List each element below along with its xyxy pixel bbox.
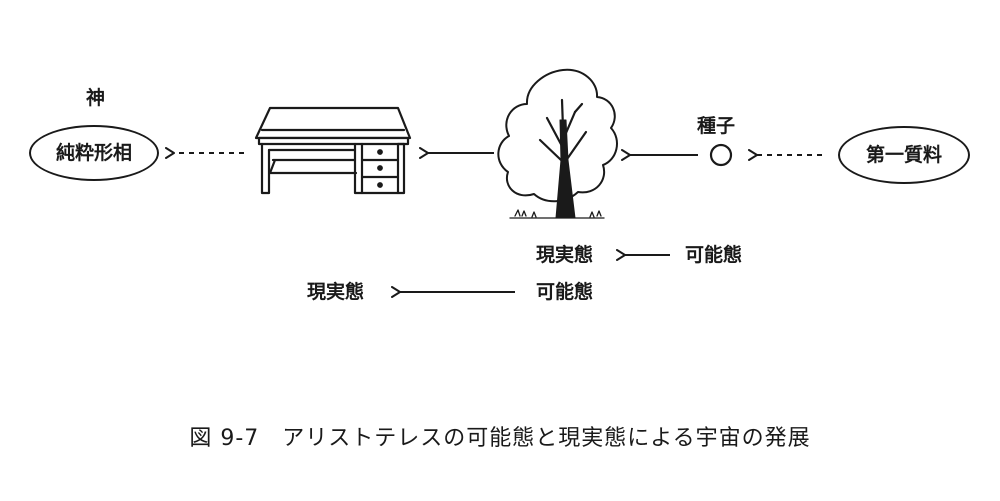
figure-caption: 図 9-7 アリストテレスの可能態と現実態による宇宙の発展 bbox=[189, 426, 811, 451]
seed-label: 種子 bbox=[697, 115, 736, 137]
prime-matter-label: 第一質料 bbox=[865, 143, 942, 166]
pure-form-label: 純粋形相 bbox=[55, 141, 132, 164]
god-label: 神 bbox=[86, 87, 106, 109]
potentiality-upper-label: 可能態 bbox=[685, 244, 743, 266]
pure-form-oval: 純粋形相 bbox=[29, 125, 159, 181]
actuality-upper-label: 現実態 bbox=[536, 244, 594, 266]
desk-icon bbox=[254, 106, 412, 195]
actuality-lower-label: 現実態 bbox=[307, 281, 365, 303]
tree-icon bbox=[497, 68, 618, 219]
prime-matter-oval: 第一質料 bbox=[838, 126, 970, 184]
seed-circle-icon bbox=[709, 143, 733, 167]
potentiality-lower-label: 可能態 bbox=[536, 281, 594, 303]
